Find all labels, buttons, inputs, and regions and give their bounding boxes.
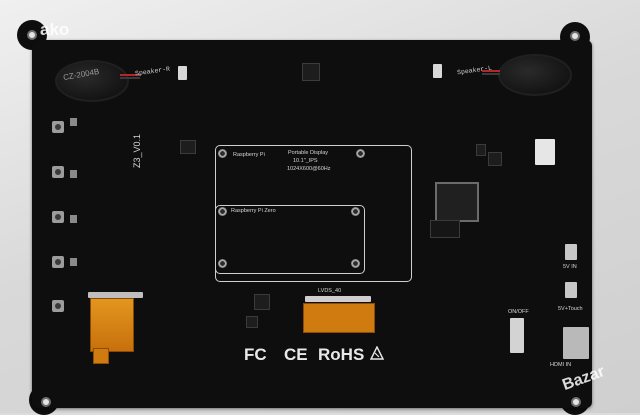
- top-left-chip: [180, 140, 196, 154]
- switch-label: ON/OFF: [508, 309, 529, 315]
- touch-fpc: [90, 298, 134, 352]
- watermark-top-left: ako: [40, 20, 70, 39]
- lvds-label: LVDS_40: [318, 288, 342, 294]
- smd-left-1: [70, 118, 77, 126]
- center-chip-1: [254, 294, 270, 310]
- jst-connector: [535, 139, 555, 165]
- standoff-2: [356, 149, 365, 158]
- rohs-mark: RoHS: [318, 345, 365, 364]
- speaker-wire-right-black: [120, 77, 140, 79]
- side-button-3[interactable]: [52, 211, 64, 223]
- side-button-1[interactable]: [52, 121, 64, 133]
- rpi-label: Raspberry Pi: [233, 152, 265, 158]
- standoff-1: [218, 149, 227, 158]
- port-touch-label: 5V+Touch: [558, 306, 583, 312]
- power-switch[interactable]: [510, 318, 524, 353]
- speaker-right: [55, 60, 129, 102]
- smd-left-2: [70, 170, 77, 178]
- lvds-ribbon: [303, 303, 375, 333]
- standoff-5: [218, 259, 227, 268]
- speaker-right-connector: [178, 66, 187, 80]
- smd-cluster-right: [430, 220, 460, 238]
- speaker-wire-left-black: [482, 73, 500, 75]
- power-ic: [476, 144, 486, 156]
- board-version: Z3_V0.1: [132, 133, 142, 168]
- touch-connector: [88, 292, 143, 298]
- touch-fpc-tail: [93, 348, 109, 364]
- side-button-5[interactable]: [52, 300, 64, 312]
- esd-warning-icon: [370, 346, 384, 360]
- rpi-zero-label: Raspberry Pi Zero: [231, 208, 276, 214]
- regulator-chip: [488, 152, 502, 166]
- display-resolution: 1024X600@60Hz: [287, 166, 331, 172]
- side-button-4[interactable]: [52, 256, 64, 268]
- usb-touch-port[interactable]: [565, 282, 577, 298]
- usb-5v-in-port[interactable]: [565, 244, 577, 260]
- port-hdmi-label: HDMI IN: [550, 362, 572, 368]
- ce-mark: CE: [284, 345, 308, 364]
- display-title: Portable Display: [288, 150, 329, 156]
- fc-mark: FC: [244, 345, 267, 364]
- smd-left-4: [70, 258, 77, 266]
- mount-hole-top-left: [27, 30, 37, 40]
- mount-hole-top-right: [570, 31, 580, 41]
- smd-left-3: [70, 215, 77, 223]
- lvds-connector: [305, 296, 371, 302]
- main-controller-chip: [435, 182, 479, 222]
- port-5v-label: 5V IN: [563, 264, 577, 270]
- speaker-wire-left-red: [482, 70, 500, 72]
- standoff-6: [351, 259, 360, 268]
- standoff-3: [218, 207, 227, 216]
- center-chip-2: [246, 316, 258, 328]
- side-button-2[interactable]: [52, 166, 64, 178]
- standoff-4: [351, 207, 360, 216]
- mount-hole-bottom-right: [571, 397, 581, 407]
- speaker-left-connector: [433, 64, 442, 78]
- speaker-wire-right-red: [120, 74, 140, 76]
- display-size: 10.1"_IPS: [293, 158, 318, 164]
- mount-hole-bottom-left: [41, 397, 51, 407]
- speaker-left: [498, 54, 572, 96]
- hdmi-port[interactable]: [563, 327, 589, 359]
- audio-amp-chip: [302, 63, 320, 81]
- rpi-zero-outline: [215, 205, 365, 274]
